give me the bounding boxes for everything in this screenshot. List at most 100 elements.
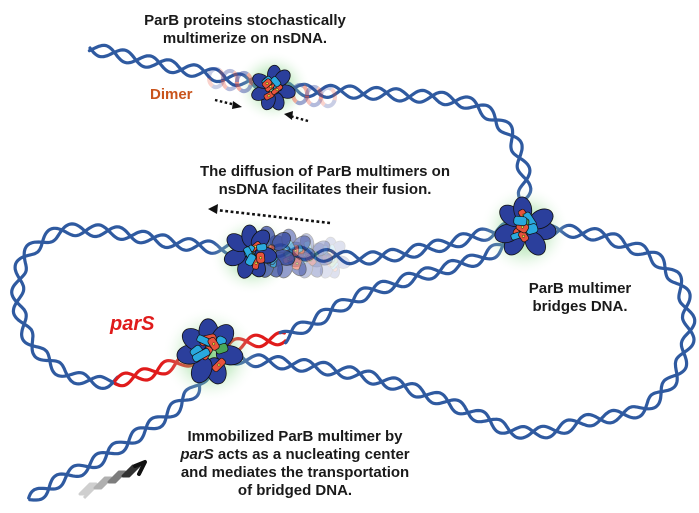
label-text: acts as a nucleating center: [213, 446, 410, 463]
dna-rising-strand-a: [284, 233, 515, 345]
label-pars-inline: parS: [180, 446, 214, 463]
dimer-faded-left-3: [234, 70, 253, 94]
ctp-binding-dot: [326, 256, 329, 259]
ctp-binding-dot: [259, 256, 262, 260]
parb-lobe: [326, 261, 341, 279]
parb-domain: [321, 254, 334, 261]
dna-top-strand-a: [88, 46, 533, 211]
parb-domain: [329, 260, 339, 270]
dimer-arm: [206, 77, 214, 88]
dimer-faded-right-3: [318, 85, 337, 109]
dna-tail-strand-b: [27, 373, 211, 500]
ctp-binding-dot: [265, 82, 269, 85]
label-bridges-dna: ParB multimer bridges DNA.: [515, 280, 645, 316]
parb-domain: [328, 244, 337, 255]
ctp-binding-dot: [275, 88, 279, 92]
dimer-arm: [206, 66, 221, 79]
dimer-arm: [234, 70, 249, 83]
dna-rising-strand-b: [278, 242, 520, 336]
label-line: Immobilized ParB multimer by: [187, 428, 403, 445]
parb-domain: [329, 257, 339, 268]
label-line: parS acts as a nucleating center: [150, 446, 440, 464]
parb-multimer-diffusing: [223, 224, 278, 279]
ctp-binding-dot: [295, 262, 299, 265]
parb-domain: [513, 215, 528, 226]
dimer-arm: [239, 84, 253, 94]
parb-domain: [322, 254, 336, 263]
label-line: bridges DNA.: [532, 298, 628, 315]
label-line: nsDNA facilitates their fusion.: [218, 181, 432, 198]
dimer-arm: [318, 85, 333, 98]
ctp-binding-dot: [327, 261, 331, 265]
parb-domain: [270, 76, 282, 88]
ctp-binding-dot: [267, 94, 271, 98]
label-immobilized-multimer: Immobilized ParB multimer by parS acts a…: [150, 428, 440, 500]
dimer-arm: [309, 98, 323, 108]
dimer-arm: [218, 68, 225, 85]
label-line: and mediates the transportation: [180, 464, 410, 481]
dna-top-strand-b: [87, 43, 532, 213]
label-line: ParB multimer: [528, 280, 632, 297]
dimer-arm: [234, 81, 242, 92]
dimer-arm: [220, 68, 235, 81]
ctp-binding-dot: [522, 234, 525, 238]
parb-proteins: [176, 64, 557, 385]
ctp-binding-dot: [269, 85, 272, 89]
dimer-arm: [304, 84, 319, 97]
parb-lobe: [319, 261, 334, 279]
label-line: of bridged DNA.: [237, 482, 353, 499]
dimer-arm: [220, 79, 228, 90]
ctp-binding-dot: [217, 363, 221, 367]
parb-lobe: [324, 236, 337, 255]
dna-middle-strand-a: [11, 221, 511, 387]
parb-domain: [324, 258, 334, 268]
parb-lobe: [312, 242, 329, 258]
parb-domain: [322, 244, 329, 256]
parb-domain: [192, 348, 211, 363]
dimer-arm: [246, 72, 253, 89]
dimer-arm: [318, 96, 326, 107]
parb-multimer-nucleating: [176, 318, 244, 385]
ctp-binding-dot: [212, 342, 216, 346]
dimer-arm: [316, 86, 323, 103]
dimer-arm: [302, 84, 309, 101]
ctp-binding-dot: [328, 250, 332, 254]
label-line: multimerize on nsDNA.: [162, 30, 328, 47]
parb-lobe: [333, 255, 351, 269]
dimer-faded-right-2: [304, 84, 323, 108]
parb-domain: [256, 243, 268, 252]
parb-multimer-forming: [251, 64, 296, 111]
dna-strands: [10, 43, 697, 502]
dna-right-loop-strand-a: [223, 223, 696, 440]
dna-right-loop-strand-b: [223, 224, 697, 440]
chevron-arrows-transport: [78, 460, 147, 500]
dimer-arm: [232, 70, 239, 87]
ctp-binding-dot: [331, 264, 335, 268]
dotted-arrow-diffusion: [208, 204, 331, 225]
parb-multimer-bridging: [494, 196, 557, 256]
label-line: The diffusion of ParB multimers on: [199, 163, 450, 180]
dimer-faded-left-1: [206, 66, 225, 90]
arrows: [78, 98, 331, 500]
parb-lobe: [330, 240, 346, 257]
label-diffusion: The diffusion of ParB multimers on nsDNA…: [190, 163, 460, 199]
dimer-arm: [323, 99, 337, 109]
label-pars: parS: [110, 313, 155, 335]
dimer-arm: [225, 82, 239, 92]
label-line: ParB proteins stochastically: [144, 12, 346, 29]
ctp-binding-dot: [521, 225, 524, 229]
dimer-arm: [295, 96, 309, 106]
dna-middle-strand-b: [10, 222, 513, 391]
parb-domain: [245, 253, 257, 267]
ctp-binding-dot: [254, 261, 258, 265]
dotted-arrow-right: [214, 98, 242, 109]
dimer-arm: [330, 87, 337, 104]
dimer-arm: [211, 80, 225, 90]
label-dimer: Dimer: [150, 86, 193, 103]
dimer-faded-left-2: [220, 68, 239, 92]
parb-domain: [324, 249, 336, 256]
label-stochastic-multimerization: ParB proteins stochastically multimerize…: [120, 12, 370, 48]
parb-multimer-diffusing-trail-4: [309, 236, 351, 279]
parb-domain: [328, 260, 338, 272]
